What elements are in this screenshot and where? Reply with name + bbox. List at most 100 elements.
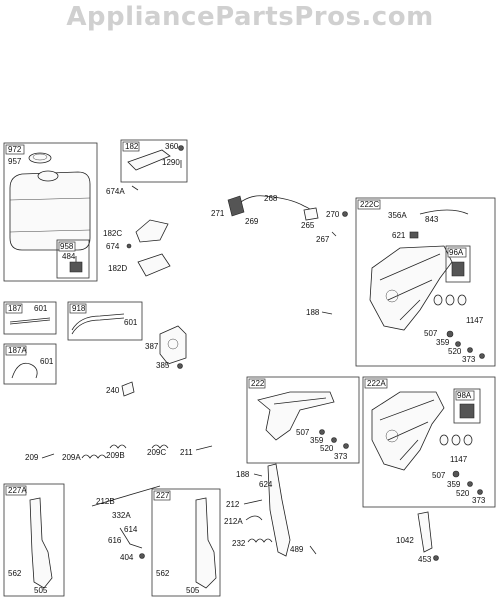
label-484: 484 xyxy=(62,252,76,261)
bracket-1042-assembly: 1042 453 xyxy=(396,511,439,564)
fuel-line-918-edge xyxy=(71,317,125,335)
label-373c: 373 xyxy=(472,496,486,505)
label-520a: 520 xyxy=(448,347,462,356)
label-1290: 1290 xyxy=(162,158,180,167)
label-601b: 601 xyxy=(124,318,138,327)
label-211: 211 xyxy=(180,448,193,457)
bracket-1042 xyxy=(417,511,433,553)
link-624 xyxy=(267,463,291,557)
bracket-387 xyxy=(159,325,187,365)
washer-359b xyxy=(331,437,337,443)
group-187a-frame xyxy=(3,343,57,385)
rod-212a xyxy=(245,515,263,521)
group-227a-title: 227A xyxy=(8,486,27,495)
label-387: 387 xyxy=(145,342,159,351)
label-360: 360 xyxy=(165,142,179,151)
control-plate-222a-hole xyxy=(385,429,399,443)
screw-188b xyxy=(253,473,263,477)
group-98a-title: 98A xyxy=(457,391,472,400)
group-222c-tag xyxy=(357,199,381,210)
label-182c: 182C xyxy=(103,229,122,238)
group-96a-tag xyxy=(447,247,467,258)
group-227a-frame xyxy=(3,483,65,597)
lever-227 xyxy=(195,497,217,589)
label-268: 268 xyxy=(264,194,278,203)
group-222-control: 222 507 359 520 373 xyxy=(246,376,360,464)
label-359a: 359 xyxy=(436,338,450,347)
fuel-line-187-edge xyxy=(9,319,51,325)
group-958-title: 958 xyxy=(60,242,74,251)
label-188a: 188 xyxy=(306,308,320,317)
group-187a-tag xyxy=(5,345,27,356)
group-187a-title: 187A xyxy=(8,346,27,355)
label-271: 271 xyxy=(211,209,225,218)
fuel-tank-neck xyxy=(37,170,59,182)
nut-507b xyxy=(319,429,325,435)
label-601a: 601 xyxy=(34,304,48,313)
label-562b: 562 xyxy=(156,569,170,578)
label-624: 624 xyxy=(259,480,273,489)
label-520c: 520 xyxy=(456,489,470,498)
label-614: 614 xyxy=(124,525,138,534)
label-489: 489 xyxy=(290,545,304,554)
label-843: 843 xyxy=(425,215,439,224)
label-270: 270 xyxy=(326,210,340,219)
group-222-tag xyxy=(248,378,266,389)
control-plate-222c-hole xyxy=(385,289,399,303)
bracket-182d xyxy=(137,253,171,277)
group-222-title: 222 xyxy=(251,379,265,388)
screw-674 xyxy=(126,243,132,249)
fuel-cap-957 xyxy=(28,152,52,164)
label-359b: 359 xyxy=(310,436,324,445)
clip-621 xyxy=(409,231,419,239)
screw-360 xyxy=(178,145,184,151)
nut-270 xyxy=(342,211,348,217)
label-674: 674 xyxy=(106,242,120,251)
label-507b: 507 xyxy=(296,428,310,437)
spring-232 xyxy=(247,538,273,543)
nut-520b xyxy=(343,443,349,449)
label-1147b: 1147 xyxy=(450,455,468,464)
group-187-tag xyxy=(5,303,23,314)
label-1147a: 1147 xyxy=(466,316,484,325)
group-227a-tag xyxy=(5,485,27,496)
label-957: 957 xyxy=(8,157,22,166)
group-182-frame xyxy=(120,139,188,183)
group-222a-title: 222A xyxy=(367,379,386,388)
fuel-tank-body xyxy=(9,171,91,251)
group-96a-frame xyxy=(445,245,471,283)
spring-209 xyxy=(41,453,55,459)
label-601c: 601 xyxy=(40,357,54,366)
link-624-assembly: 624 212 212A 232 489 xyxy=(224,463,317,557)
group-187-frame xyxy=(3,301,57,335)
washer-222a-1 xyxy=(439,434,449,446)
screw-385 xyxy=(177,363,183,369)
fuel-line-918 xyxy=(71,313,125,331)
group-227a-lever: 227A 562 505 xyxy=(3,483,65,597)
nut-520c xyxy=(477,489,483,495)
spring-211 xyxy=(195,445,213,451)
label-209: 209 xyxy=(25,453,39,462)
label-1042: 1042 xyxy=(396,536,414,545)
label-505b: 505 xyxy=(186,586,200,595)
label-507a: 507 xyxy=(424,329,438,338)
label-188b: 188 xyxy=(236,470,250,479)
group-222c-control: 222C 356A 843 621 96A 1147 507 359 520 3… xyxy=(355,197,496,367)
label-373b: 373 xyxy=(334,452,348,461)
cable-clamp-265 xyxy=(303,207,319,221)
group-222c-title: 222C xyxy=(360,200,379,209)
part-98a xyxy=(459,403,475,419)
screw-489 xyxy=(309,545,317,555)
fuel-valve-958 xyxy=(69,261,83,273)
label-212b: 212B xyxy=(96,497,115,506)
group-972-tag xyxy=(5,144,25,155)
group-96a-title: 96A xyxy=(449,248,464,257)
fuel-lines: 187 601 918 601 187A 601 xyxy=(3,301,143,385)
fuel-line-187 xyxy=(9,317,51,323)
nut-373a xyxy=(479,353,485,359)
label-265: 265 xyxy=(301,221,315,230)
label-209a: 209A xyxy=(62,453,81,462)
washer-222a-2 xyxy=(451,434,461,446)
label-562a: 562 xyxy=(8,569,22,578)
